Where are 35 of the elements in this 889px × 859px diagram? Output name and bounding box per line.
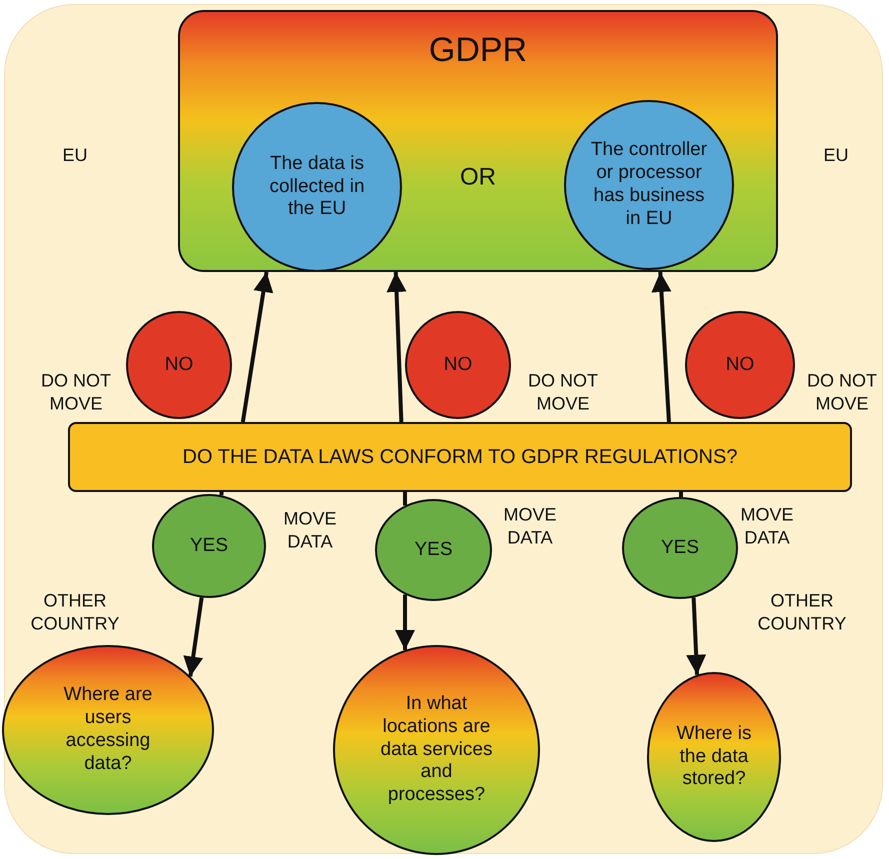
node-label: NO [726, 354, 754, 376]
node-label: The controller or processor has business in EU [590, 139, 708, 231]
connector-line [220, 492, 224, 496]
side-note: DO NOT MOVE [527, 370, 599, 414]
rounded-box [68, 422, 852, 492]
arrow [395, 594, 415, 650]
side-note: DO NOT MOVE [40, 370, 112, 414]
connector-line [679, 492, 683, 497]
arrow [386, 272, 407, 422]
arrow [686, 597, 706, 675]
arrow [240, 272, 274, 422]
region-label: EU [822, 144, 850, 166]
node-label: GDPR [428, 30, 528, 71]
arrow [651, 272, 672, 422]
node-label: Where are users accessing data? [62, 684, 154, 776]
arrow [183, 597, 204, 677]
node-label: In what locations are data services and processes? [380, 693, 494, 807]
node-label: YES [660, 536, 700, 560]
region-label: OTHER COUNTRY [30, 590, 120, 634]
region-label: OTHER COUNTRY [756, 590, 848, 634]
region-label: EU [61, 144, 88, 166]
connector-line [403, 492, 407, 506]
node-label: YES [414, 538, 453, 562]
side-note: MOVE DATA [502, 504, 558, 548]
node-label: NO [164, 354, 194, 376]
node-label: Where is the data stored? [676, 722, 752, 792]
node-label: YES [190, 534, 228, 558]
node-subtext: OR [460, 164, 496, 192]
side-note: MOVE DATA [739, 504, 794, 548]
node-label: NO [444, 354, 472, 376]
rounded-box [178, 10, 778, 272]
side-note: MOVE DATA [282, 508, 338, 552]
side-note: DO NOT MOVE [806, 370, 878, 414]
node-label: DO THE DATA LAWS CONFORM TO GDPR REGULATIONS? [182, 445, 738, 469]
node-label: The data is collected in the EU [268, 152, 366, 222]
